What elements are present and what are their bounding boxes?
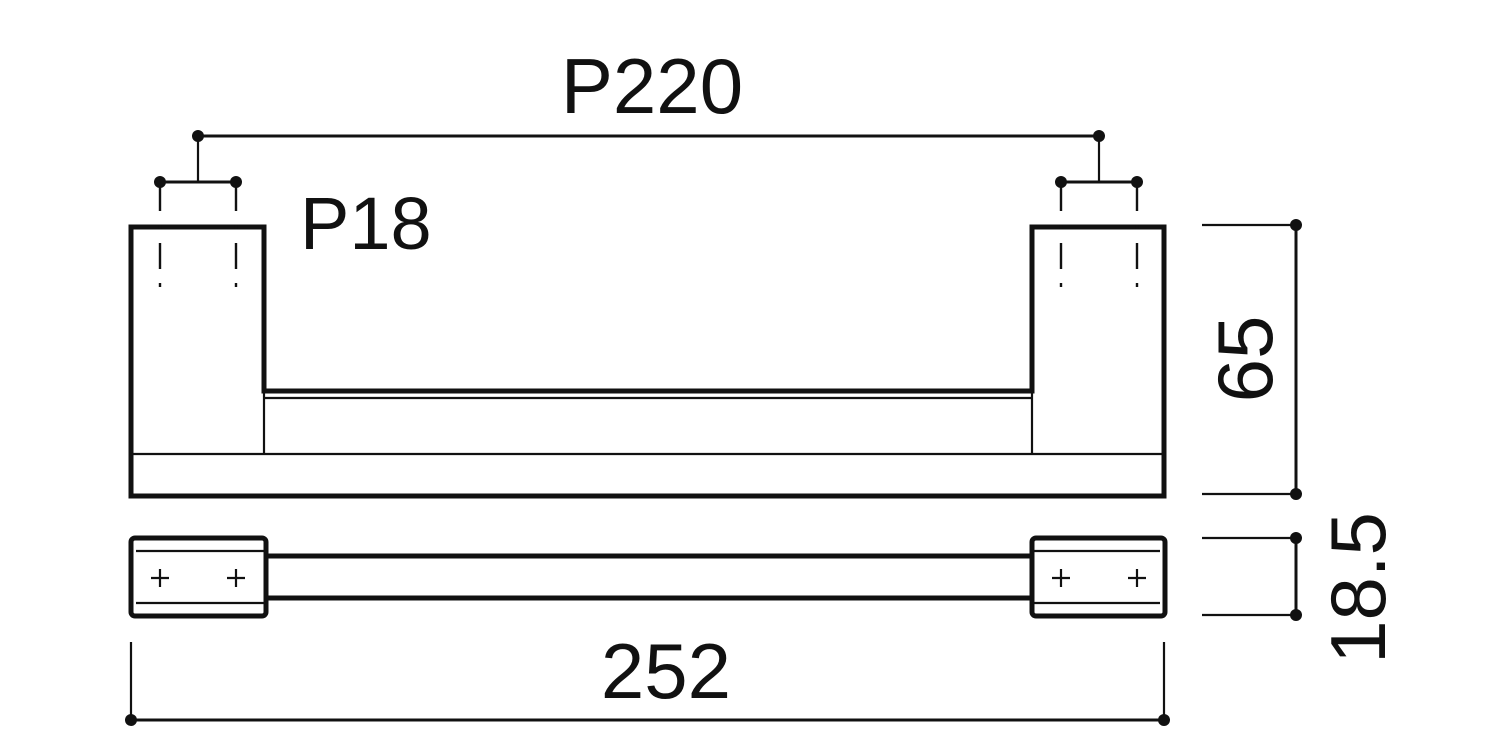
dimension-p18-right: [1055, 176, 1143, 188]
height-dot-bottom: [1290, 488, 1302, 500]
screw-cross-1: [151, 569, 169, 587]
screw-cross-3: [1052, 569, 1070, 587]
dimension-p220: P220: [192, 42, 1105, 182]
dimension-overall-length: 252: [125, 627, 1170, 726]
p18-right-dot-b: [1131, 176, 1143, 188]
height-label: 65: [1201, 316, 1289, 403]
p18-label: P18: [300, 182, 432, 265]
p18-right-dot-a: [1055, 176, 1067, 188]
dimension-depth: 18.5: [1202, 512, 1402, 664]
depth-label: 18.5: [1314, 512, 1402, 664]
length-dot-right: [1158, 714, 1170, 726]
dimension-height: 65: [1201, 219, 1302, 500]
screw-cross-4: [1128, 569, 1146, 587]
front-view: [128, 185, 1167, 499]
depth-dot-bottom: [1290, 609, 1302, 621]
depth-dot-top: [1290, 532, 1302, 544]
right-base-outline: [1029, 535, 1168, 619]
p18-left-dot-a: [154, 176, 166, 188]
screw-cross-marks: [151, 569, 1146, 587]
p220-left-dot: [192, 130, 204, 142]
plan-view: [128, 535, 1168, 619]
dimension-p18-left: [154, 176, 242, 188]
screw-cross-2: [227, 569, 245, 587]
left-base-outline: [128, 535, 269, 619]
length-label: 252: [601, 627, 731, 715]
front-view-outline: [128, 224, 1167, 499]
height-dot-top: [1290, 219, 1302, 231]
length-dot-left: [125, 714, 137, 726]
p18-left-dot-b: [230, 176, 242, 188]
p220-right-dot: [1093, 130, 1105, 142]
p220-label: P220: [561, 42, 743, 130]
